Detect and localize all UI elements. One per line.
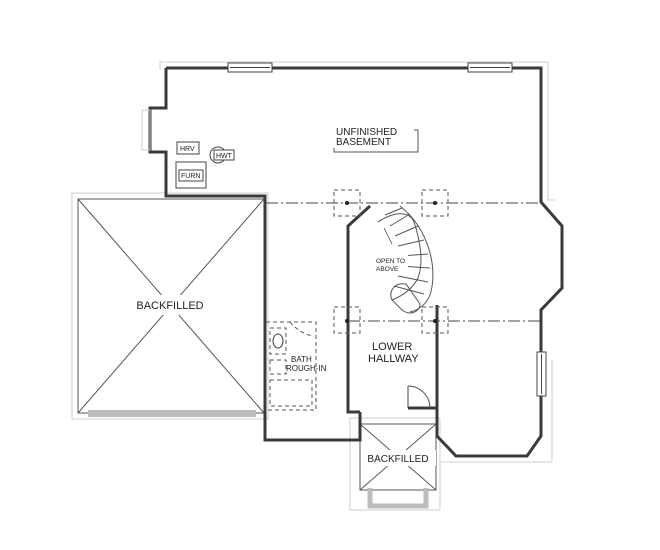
window-top-right [467,62,513,73]
hrv-label: HRV [180,146,195,153]
basement-label-line1: UNFINISHED [336,127,397,138]
hallway-label-line1: LOWER [372,341,412,353]
backfilled-bottom-label: BACKFILLED [367,454,428,465]
hrv-unit [176,141,200,155]
bath-label-line1: BATH [291,355,312,364]
stair-note-line2: ABOVE [376,266,399,273]
stair-note-line1: OPEN TO [376,258,405,265]
backfilled-bottom-area: BACKFILLED [359,423,437,509]
window-well-left [141,109,151,151]
hwt-label: HWT [216,153,233,160]
hallway-door [407,385,431,409]
beam-lines [266,202,541,322]
post-footings [333,189,449,334]
lower-hallway-label: LOWER HALLWAY [368,341,419,365]
curved-stair: OPEN TO ABOVE [370,205,434,314]
foundation-outline [71,61,555,511]
unfinished-basement-label: UNFINISHED BASEMENT [330,126,419,153]
hallway-label-line2: HALLWAY [368,353,419,365]
window-top-left [227,62,273,73]
window-right [536,351,547,397]
footing-strip-left [88,410,256,417]
backfilled-left-label: BACKFILLED [136,300,203,312]
sink-fixture [272,333,284,349]
hallway-walls [346,204,439,414]
furn-label: FURN [181,173,200,180]
basement-label-line2: BASEMENT [336,137,391,148]
mechanical-equipment: HRV HWT FURN [175,141,235,189]
bath-label-line2: ROUGH-IN [286,364,327,373]
backfilled-left-area: BACKFILLED [77,198,265,417]
bath-rough-in: BATH ROUGH-IN [266,321,327,411]
